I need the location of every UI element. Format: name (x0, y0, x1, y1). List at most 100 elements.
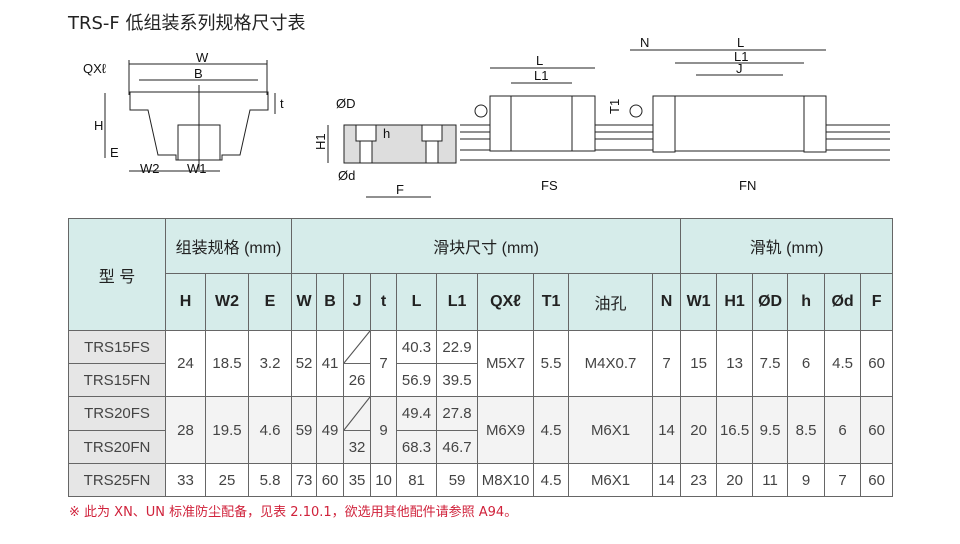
col-od-small: Ød (824, 273, 862, 331)
cell-od-small: 6 (824, 396, 862, 464)
model-cell: TRS20FN (68, 430, 166, 464)
model-cell: TRS25FN (68, 463, 166, 497)
label-h1: H1 (313, 133, 328, 150)
label-w1: W1 (187, 161, 207, 176)
group-block: 滑块尺寸 (mm) (291, 218, 682, 274)
col-t1: T1 (533, 273, 570, 331)
cell-h: 28 (165, 396, 206, 464)
col-qx: QXℓ (477, 273, 535, 331)
label-od: ØD (336, 96, 356, 111)
label-od-small: Ød (338, 168, 355, 183)
label-j: J (736, 61, 743, 76)
table-row: TRS25FN 33 25 5.8 73 60 35 10 81 59 M8X1… (68, 463, 894, 497)
page-title: TRS-F 低组装系列规格尺寸表 (68, 13, 306, 34)
col-h1: H1 (716, 273, 754, 331)
cell-w: 59 (291, 396, 318, 464)
cell-qx: M6X9 (477, 396, 535, 464)
cell-oil-hole: M6X1 (568, 396, 654, 464)
col-oil-hole: 油孔 (568, 273, 654, 331)
cell-e: 5.8 (247, 463, 293, 497)
label-w2: W2 (140, 161, 160, 176)
label-fs-l1: L1 (534, 68, 548, 83)
cell-w: 52 (291, 330, 318, 397)
cell-od: 11 (752, 463, 789, 497)
label-fn-l: L (737, 35, 744, 50)
cell-od-small: 4.5 (824, 330, 862, 397)
col-w2: W2 (205, 273, 249, 331)
cell-w: 73 (291, 463, 318, 497)
cell-n: 14 (652, 396, 682, 464)
table-row: TRS20FS 28 19.5 4.6 59 49 9 49.4 27.8 M6… (68, 396, 894, 464)
col-j: J (343, 273, 372, 331)
cell-od-small: 7 (824, 463, 862, 497)
cell-n: 7 (652, 330, 682, 397)
cell-l: 68.3 (396, 430, 438, 464)
col-w1: W1 (680, 273, 718, 331)
label-e: E (110, 145, 119, 160)
table-row: TRS20FN 32 68.3 46.7 (68, 430, 893, 464)
cell-l: 40.3 (396, 330, 438, 364)
cell-h-small: 6 (787, 330, 826, 397)
cell-t: 7 (370, 330, 398, 397)
rail-section: ØD H1 h Ød F (313, 96, 457, 198)
label-fn-l1: L1 (734, 49, 748, 64)
col-w: W (291, 273, 318, 331)
label-b: B (194, 66, 203, 81)
cell-t: 10 (370, 463, 398, 497)
cell-l1: 22.9 (436, 330, 479, 364)
block-cross-section: W B QXℓ H t E W2 W1 (83, 50, 284, 176)
cell-w1: 15 (680, 330, 718, 397)
col-n: N (652, 273, 682, 331)
model-cell: TRS20FS (68, 396, 166, 431)
col-l1: L1 (436, 273, 479, 331)
col-h-small: h (787, 273, 826, 331)
cell-h1: 16.5 (716, 396, 754, 464)
cell-f: 60 (860, 330, 894, 397)
cell-l1: 39.5 (436, 363, 479, 397)
col-f: F (860, 273, 894, 331)
cell-h-small: 8.5 (787, 396, 826, 464)
cell-oil-hole: M4X0.7 (568, 330, 654, 397)
cell-l1: 59 (436, 463, 479, 497)
col-l: L (396, 273, 438, 331)
model-cell: TRS15FS (68, 330, 166, 364)
table-row: TRS15FS 24 18.5 3.2 52 41 7 40.3 22.9 M5… (68, 330, 894, 397)
cell-e: 3.2 (247, 330, 293, 397)
cell-t1: 5.5 (533, 330, 570, 397)
cell-l: 56.9 (396, 363, 438, 397)
cell-j: 35 (343, 463, 372, 497)
cell-h1: 20 (716, 463, 754, 497)
cell-b: 41 (316, 330, 345, 397)
cell-b: 49 (316, 396, 345, 464)
cell-od: 9.5 (752, 396, 789, 464)
cell-f: 60 (860, 463, 894, 497)
label-t1: T1 (607, 99, 622, 114)
label-h: H (94, 118, 103, 133)
cell-w1: 23 (680, 463, 718, 497)
cell-t: 9 (370, 396, 398, 464)
caption-fn: FN (739, 178, 756, 193)
footnote: ※ 此为 XN、UN 标准防尘配备，见表 2.10.1，欲选用其他配件请参照 A… (69, 505, 518, 520)
cell-j: 26 (343, 363, 372, 397)
cell-w1: 20 (680, 396, 718, 464)
cell-l: 49.4 (396, 396, 438, 431)
cell-w2: 18.5 (205, 330, 249, 397)
cell-od: 7.5 (752, 330, 789, 397)
caption-fs: FS (541, 178, 558, 193)
table-row: TRS15FN 26 56.9 39.5 (68, 363, 893, 397)
label-w: W (196, 50, 209, 65)
cell-e: 4.6 (247, 396, 293, 464)
cell-h1: 13 (716, 330, 754, 397)
label-fs-l: L (536, 53, 543, 68)
cell-qx: M8X10 (477, 463, 535, 497)
spec-table: 型 号 组装规格 (mm) 滑块尺寸 (mm) 滑轨 (mm) H W2 E W… (68, 218, 894, 497)
cell-t1: 4.5 (533, 396, 570, 464)
cell-oil-hole: M6X1 (568, 463, 654, 497)
model-cell: TRS15FN (68, 363, 166, 397)
group-rail: 滑轨 (mm) (680, 218, 894, 274)
model-header: 型 号 (68, 218, 166, 331)
cell-f: 60 (860, 396, 894, 464)
label-qx: QXℓ (83, 61, 107, 76)
cell-n: 14 (652, 463, 682, 497)
cell-j: 32 (343, 430, 372, 464)
